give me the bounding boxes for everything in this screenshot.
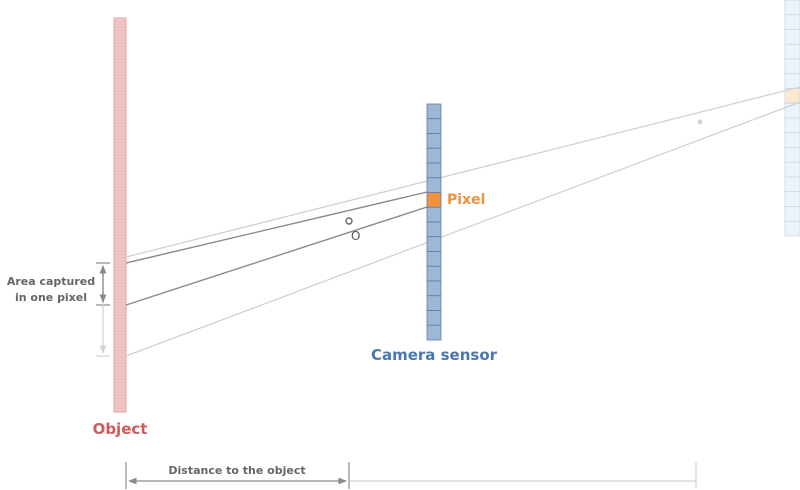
sensor-cell <box>426 280 442 297</box>
far-sensor-cell <box>784 58 800 75</box>
light-rays-near <box>125 191 428 306</box>
pixel-label: Pixel <box>447 192 485 208</box>
ray-far-top <box>125 86 800 258</box>
sensor-cell <box>426 118 442 134</box>
camera-sensor <box>426 103 442 341</box>
sensor-cell <box>426 133 442 149</box>
far-sensor-cell <box>784 0 800 16</box>
sensor-cell <box>426 206 442 223</box>
far-sensor-cell <box>784 117 800 134</box>
sensor-cell <box>426 265 442 282</box>
distance-dimension <box>125 462 697 489</box>
sensor-cell <box>426 251 442 267</box>
ray-near-bottom <box>125 206 428 306</box>
sensor-cell <box>426 162 442 179</box>
far-camera-sensor <box>784 0 800 237</box>
object-plane <box>113 17 127 413</box>
far-sensor-cell <box>784 147 800 163</box>
far-sensor-cell <box>784 73 800 89</box>
sensor-cell <box>426 324 442 341</box>
area-label-line2: in one pixel <box>15 291 87 304</box>
ray-far-bottom <box>125 101 800 357</box>
sensor-cell <box>426 236 442 252</box>
far-sensor-cell <box>784 29 800 45</box>
sensor-cell <box>426 295 442 311</box>
far-sensor-cell <box>784 132 800 148</box>
sensor-label: Camera sensor <box>371 346 498 364</box>
far-sensor-cell <box>784 176 800 193</box>
sensor-cell <box>426 177 442 193</box>
sensor-cell <box>426 103 442 120</box>
sensor-cell <box>426 310 442 326</box>
far-sensor-cell <box>784 220 800 237</box>
sensor-pixel-highlight <box>426 192 442 208</box>
far-sensor-cell <box>784 43 800 60</box>
far-sensor-cell <box>784 14 800 30</box>
area-label-line1: Area captured <box>7 275 95 288</box>
ray-near-top <box>125 191 428 264</box>
far-sensor-cell <box>784 191 800 207</box>
focal-point-o <box>345 217 353 225</box>
sensor-cell <box>426 221 442 238</box>
light-rays-far <box>125 86 800 357</box>
sensor-cell <box>426 147 442 164</box>
area-bracket <box>96 262 110 357</box>
object-label: Object <box>93 420 148 438</box>
far-focal-point <box>697 119 703 125</box>
far-sensor-cell <box>784 206 800 222</box>
far-sensor-cell <box>784 161 800 178</box>
distance-label: Distance to the object <box>168 464 305 477</box>
origin-label: O <box>351 229 360 243</box>
